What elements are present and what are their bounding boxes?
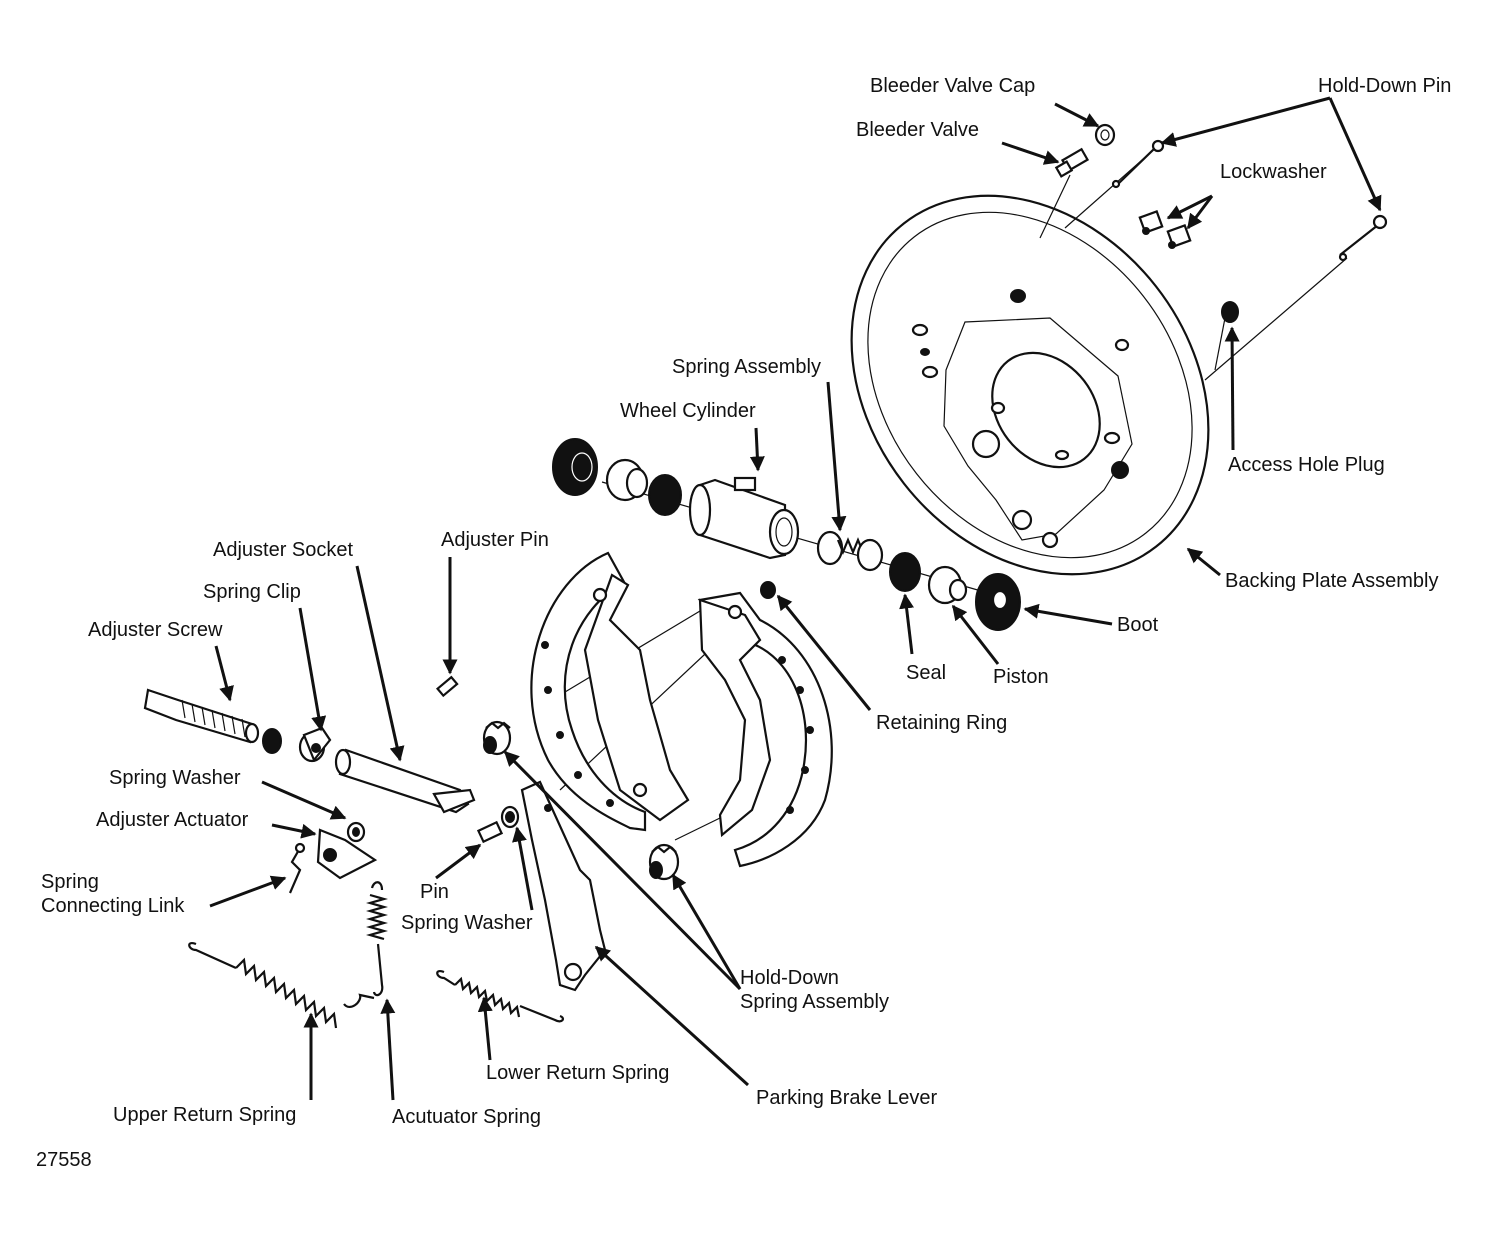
actuator-spring-part [365, 881, 389, 997]
label-hold-down-spring-assembly: Hold-Down Spring Assembly [740, 967, 889, 1013]
spring-assembly-part [816, 530, 884, 572]
label-bleeder-valve-cap: Bleeder Valve Cap [870, 75, 1036, 97]
spring-washer-upper-part [346, 821, 366, 843]
leader-arrows [209, 96, 1382, 1101]
wheel-cylinder-part [688, 476, 800, 560]
label-bleeder-valve: Bleeder Valve [856, 119, 980, 141]
backing-plate-assembly-part [850, 194, 1210, 576]
label-piston: Piston [993, 666, 1049, 688]
adjuster-actuator-part [316, 828, 378, 880]
label-acutuator-spring: Acutuator Spring [392, 1106, 541, 1128]
seal-left-part [648, 474, 682, 516]
label-parking-brake-lever: Parking Brake Lever [756, 1087, 938, 1109]
retaining-ring-part [760, 581, 776, 599]
label-retaining-ring: Retaining Ring [876, 712, 1008, 734]
label-spring-washer-upper: Spring Washer [109, 767, 241, 789]
parking-brake-lever-part [520, 780, 607, 992]
label-adjuster-screw: Adjuster Screw [88, 619, 223, 641]
upper-return-spring-part [188, 942, 375, 1029]
adjuster-socket-part [334, 748, 476, 814]
label-wheel-cylinder: Wheel Cylinder [620, 400, 756, 422]
label-spring-assembly: Spring Assembly [672, 356, 821, 378]
access-hole-plug-part [1221, 301, 1239, 323]
pin-part [476, 820, 504, 844]
piston-left-part [605, 458, 649, 502]
bleeder-valve-cap-part [1094, 123, 1116, 147]
label-access-hole-plug: Access Hole Plug [1228, 454, 1385, 476]
label-spring-clip: Spring Clip [203, 581, 301, 603]
label-upper-return-spring: Upper Return Spring [113, 1104, 297, 1126]
label-adjuster-pin: Adjuster Pin [441, 529, 549, 551]
hold-down-spring-upper-part [482, 720, 512, 756]
hold-down-pin-part [1111, 139, 1388, 262]
label-adjuster-actuator: Adjuster Actuator [96, 809, 249, 831]
lower-return-spring-part [436, 970, 564, 1023]
bleeder-valve-part [1054, 147, 1090, 178]
spring-washer-lower-part [500, 805, 520, 829]
label-adjuster-socket: Adjuster Socket [213, 539, 354, 561]
front-brake-shoe-part [530, 551, 690, 832]
piston-right-part [927, 565, 968, 605]
label-lockwasher: Lockwasher [1220, 161, 1327, 183]
boot-right-part [975, 573, 1021, 631]
boot-left-part [552, 438, 598, 496]
rear-brake-shoe-part [697, 591, 833, 868]
label-spring-washer-lower: Spring Washer [401, 912, 533, 934]
spring-clip-part [298, 726, 332, 763]
adjuster-pin-part [435, 675, 459, 698]
label-lower-return-spring: Lower Return Spring [486, 1062, 670, 1084]
label-spring-connecting-link: Spring Connecting Link [41, 871, 185, 917]
adjuster-screw-part [143, 688, 282, 754]
label-backing-plate-assembly: Backing Plate Assembly [1225, 570, 1439, 592]
hold-down-spring-lower-part [648, 843, 680, 881]
spring-connecting-link-part [288, 842, 306, 894]
label-pin: Pin [420, 881, 449, 903]
lockwasher-part [1138, 209, 1192, 249]
label-boot: Boot [1117, 614, 1159, 636]
seal-right-part [889, 552, 921, 592]
label-hold-down-pin: Hold-Down Pin [1318, 75, 1452, 97]
label-seal: Seal [906, 662, 947, 684]
figure-number: 27558 [36, 1149, 92, 1171]
